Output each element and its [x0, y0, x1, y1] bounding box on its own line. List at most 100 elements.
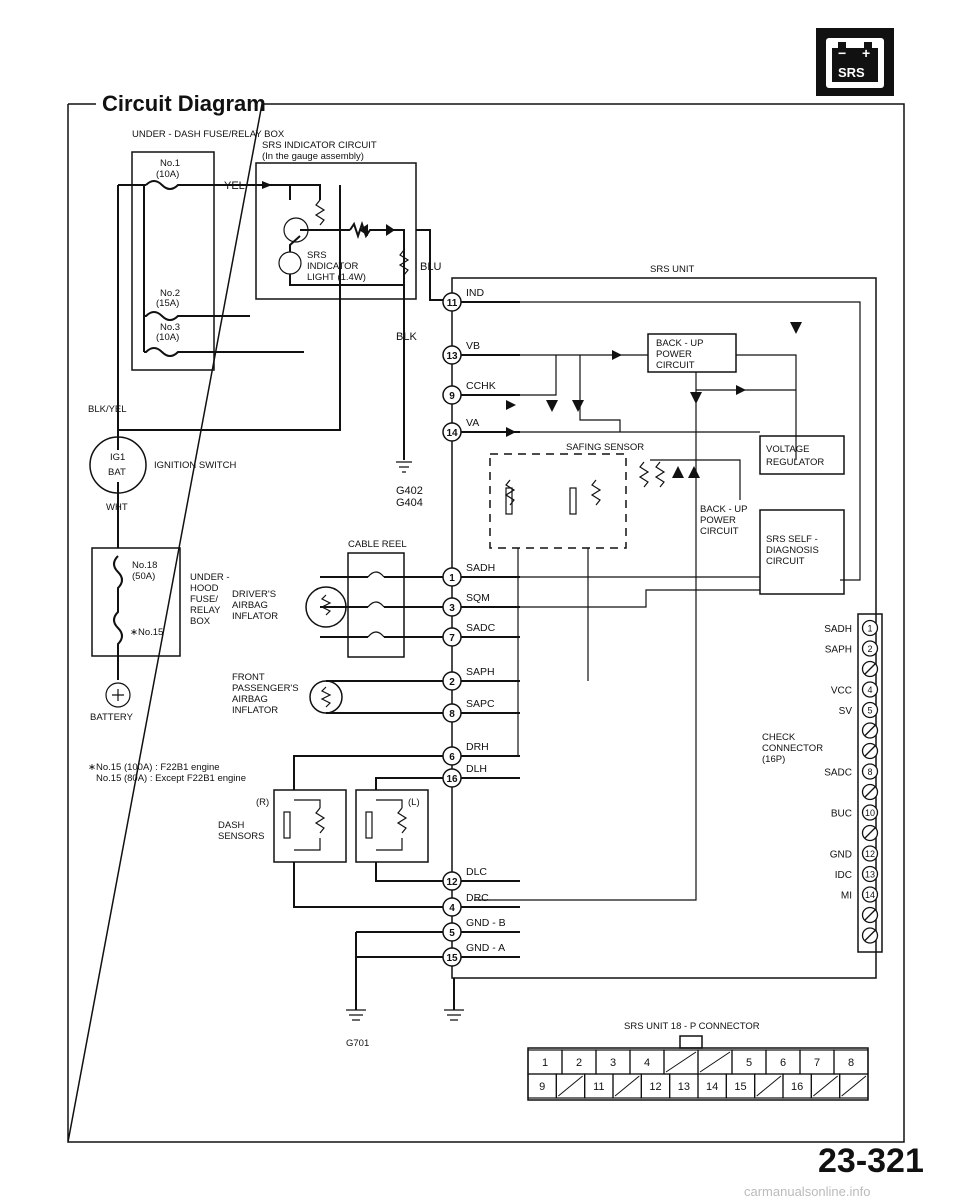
- terminal-pin-number: 11: [447, 298, 458, 309]
- check-pin-label: SADC: [824, 768, 852, 779]
- check-pin-label: SAPH: [825, 645, 852, 656]
- unused-cell-slash: [614, 1075, 640, 1097]
- terminal-signal-name: SADH: [466, 562, 495, 574]
- terminal-8: 8 SAPC: [442, 698, 520, 723]
- check-connector-pin: [861, 906, 879, 924]
- svg-text:AIRBAG: AIRBAG: [232, 600, 268, 611]
- check-pin-circle: [861, 701, 879, 719]
- yel-wire-label: YEL: [224, 180, 245, 192]
- svg-text:CIRCUIT: CIRCUIT: [766, 556, 805, 567]
- svg-text:INFLATOR: INFLATOR: [232, 705, 278, 716]
- svg-text:BAT: BAT: [108, 467, 126, 478]
- svg-text:CIRCUIT: CIRCUIT: [700, 526, 739, 537]
- connector-pin-number: 8: [848, 1057, 854, 1069]
- terminal-7: 7 SADC: [442, 622, 520, 647]
- check-connector-pin: [861, 824, 879, 842]
- check-pin-circle: [861, 619, 879, 637]
- svg-text:HOOD: HOOD: [190, 583, 219, 594]
- fuse-2-label: No.2: [160, 288, 180, 299]
- svg-text:G402: G402: [396, 485, 423, 497]
- terminal-signal-name: SAPC: [466, 698, 495, 710]
- connector-cell: 4: [629, 1049, 665, 1075]
- unused-cell-slash: [813, 1075, 838, 1097]
- terminal-signal-name: CCHK: [466, 380, 496, 392]
- connector-cell: 8: [833, 1049, 869, 1075]
- connector-cell: [810, 1073, 841, 1099]
- connector-pin-number: 9: [539, 1081, 545, 1093]
- check-pin-circle: [861, 804, 879, 821]
- check-pin-label: SV: [839, 706, 853, 717]
- connector-pin-number: 14: [706, 1081, 718, 1093]
- terminal-signal-name: SAPH: [466, 666, 495, 678]
- connector-cell: 11: [584, 1073, 614, 1099]
- connector-title: SRS UNIT 18 - P CONNECTOR: [624, 1021, 760, 1032]
- page-title: Circuit Diagram: [102, 91, 266, 116]
- fuse-2: [144, 311, 250, 321]
- under-hood-fuse-box: [91, 547, 181, 657]
- svg-text:(10A): (10A): [156, 332, 179, 343]
- blk-yel-wire-label: BLK/YEL: [88, 404, 127, 415]
- check-pin-number: 13: [865, 870, 875, 880]
- terminal-signal-name: DRC: [466, 892, 489, 904]
- svg-text:No.18: No.18: [132, 560, 157, 571]
- check-pin-circle: [861, 886, 879, 903]
- check-pin-label: VCC: [831, 686, 852, 697]
- svg-text:LIGHT (1.4W): LIGHT (1.4W): [307, 272, 366, 283]
- connector-pin-number: 12: [649, 1081, 661, 1093]
- terminal-signal-name: GND - B: [466, 917, 506, 929]
- connector-pin-number: 6: [780, 1057, 786, 1069]
- svg-text:DIAGNOSIS: DIAGNOSIS: [766, 545, 819, 556]
- terminal-pin-number: 8: [449, 709, 455, 720]
- terminal-pin-number: 7: [449, 633, 455, 644]
- check-pin-circle: [861, 681, 879, 698]
- check-pin-label: GND: [830, 850, 852, 861]
- check-connector-pin: [861, 742, 879, 760]
- svg-text:+: +: [862, 45, 870, 61]
- backup-power-circuit-box: [647, 333, 737, 373]
- terminal-pin-number: 5: [449, 928, 455, 939]
- ignition-switch-label: IGNITION SWITCH: [154, 460, 236, 471]
- connector-pin-number: 4: [644, 1057, 650, 1069]
- drivers-airbag-inflator-icon: [305, 586, 347, 628]
- unused-pin-slash: [864, 745, 876, 757]
- unused-pin-slash: [864, 909, 876, 921]
- terminal-signal-name: SADC: [466, 622, 496, 634]
- svg-text:POWER: POWER: [700, 515, 736, 526]
- unused-pin-slash: [864, 725, 876, 736]
- page-frame: [67, 103, 905, 1143]
- battery-terminal-icon: [105, 682, 131, 708]
- svg-text:CIRCUIT: CIRCUIT: [656, 360, 695, 371]
- ground-g402-icon: [396, 461, 412, 473]
- svg-text:(50A): (50A): [132, 571, 155, 582]
- connector-pin-number: 5: [746, 1057, 752, 1069]
- svg-text:−: −: [838, 45, 846, 61]
- svg-text:VOLTAGE: VOLTAGE: [766, 444, 809, 455]
- terminal-pin-number: 12: [446, 877, 458, 888]
- connector-cell: 2: [561, 1049, 597, 1075]
- check-connector-pin: [861, 927, 879, 944]
- connector-pin-number: 16: [791, 1081, 803, 1093]
- unused-pin-slash: [864, 930, 876, 941]
- svg-text:G404: G404: [396, 497, 423, 509]
- svg-text:SENSORS: SENSORS: [218, 831, 264, 842]
- unused-cell-slash: [558, 1075, 583, 1097]
- terminal-pin-number: 15: [446, 953, 458, 964]
- connector-pin-number: 11: [593, 1081, 604, 1093]
- check-pin-circle: [861, 845, 879, 862]
- safing-sensor-label: SAFING SENSOR: [566, 442, 644, 453]
- fuse-1: [118, 180, 250, 190]
- terminal-signal-name: SQM: [466, 592, 490, 604]
- ground-g701-icon: [346, 1009, 366, 1021]
- srs-unit-terminals: 11IND13VB9CCHK14VA1SADH3SQM7SADC2SAPH8SA…: [442, 287, 520, 967]
